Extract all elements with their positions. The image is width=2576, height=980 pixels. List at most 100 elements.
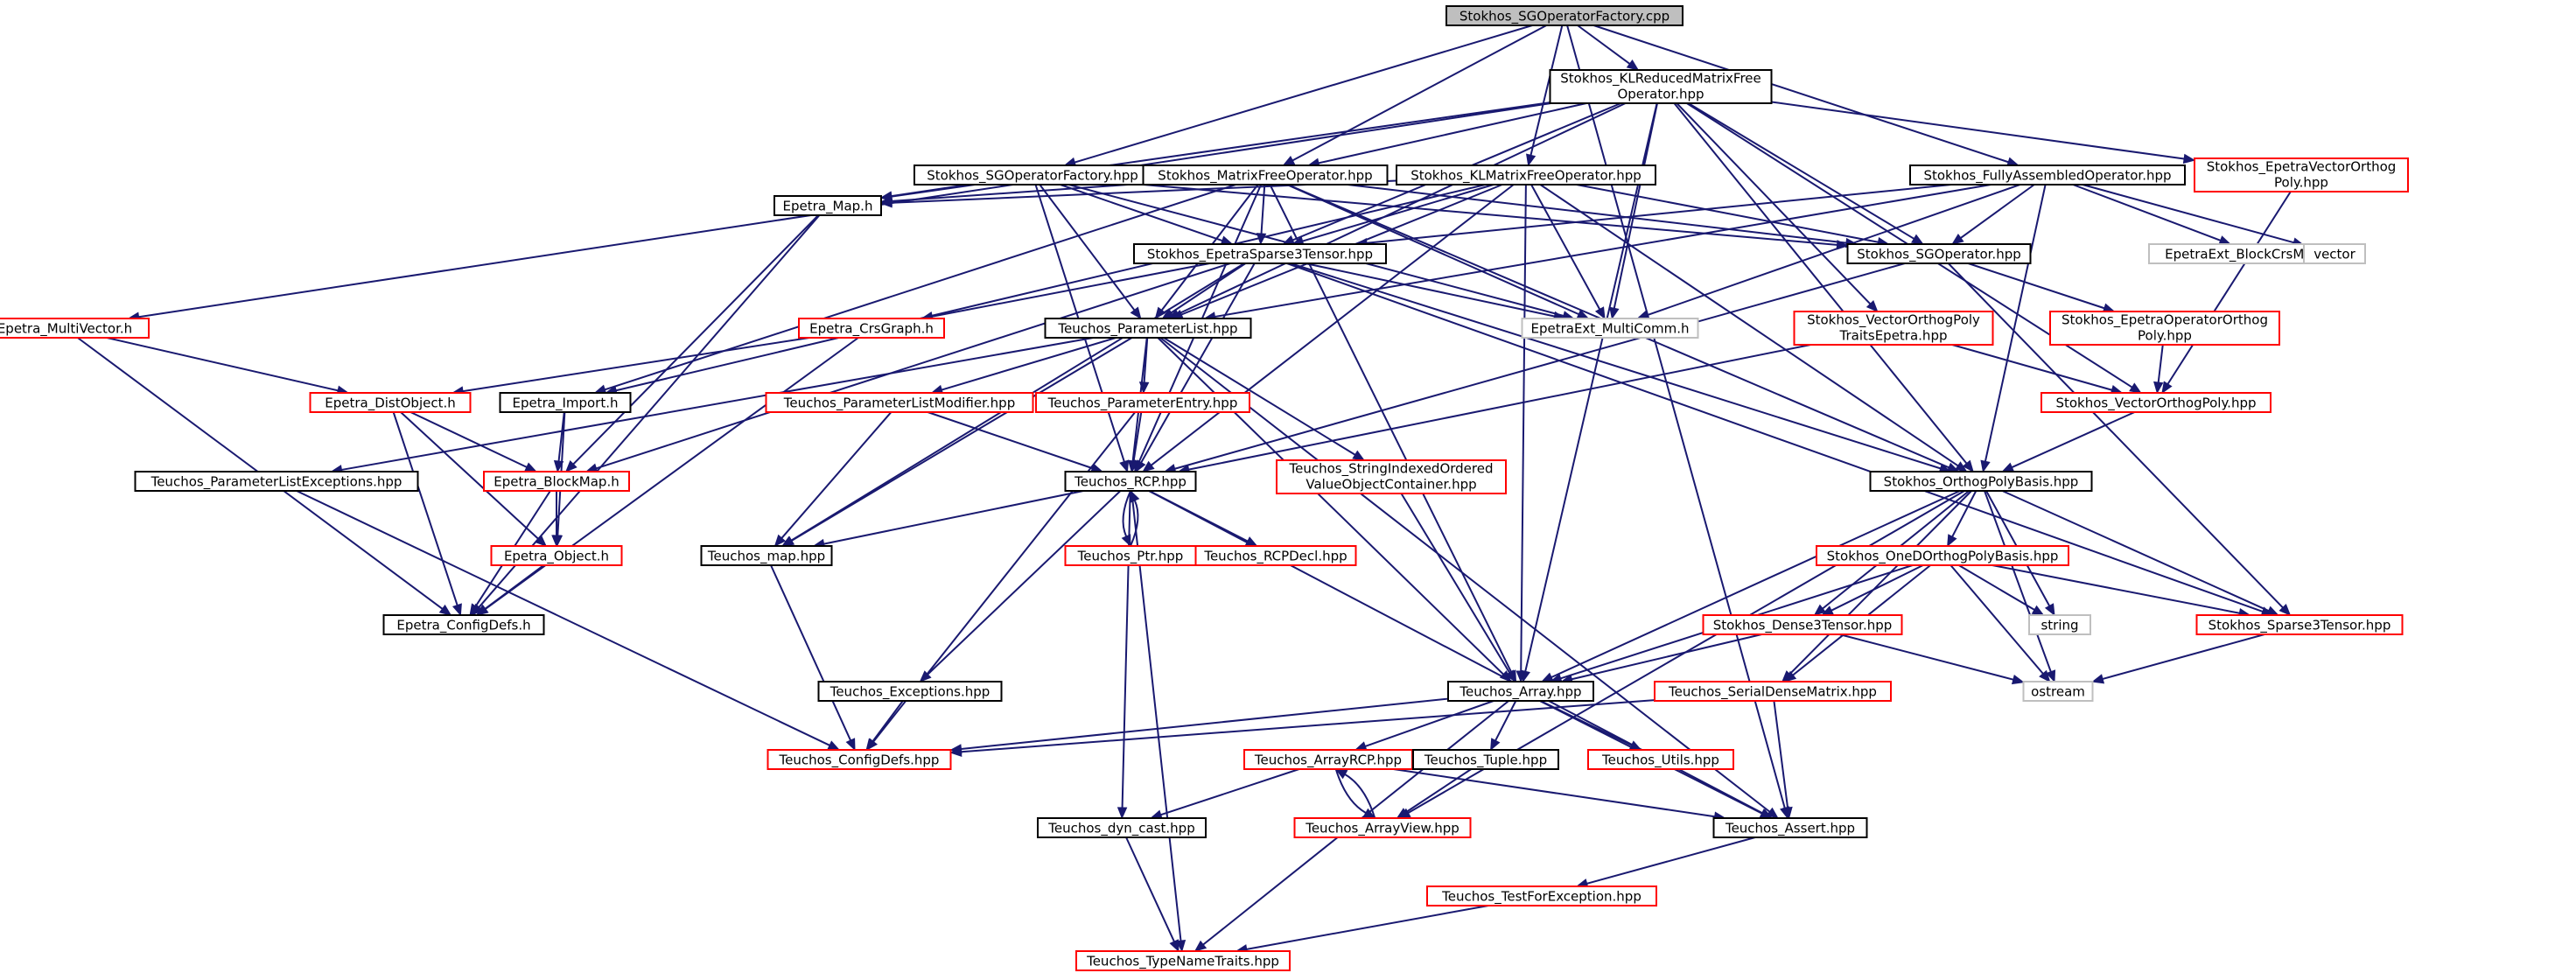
- node-testforexc[interactable]: Teuchos_TestForException.hpp: [1426, 886, 1657, 906]
- node-label: Teuchos_RCP.hpp: [1074, 474, 1186, 491]
- edge-root-to-klmf: [1526, 24, 1564, 167]
- edge-onedortho-to-dense3: [1821, 564, 1924, 616]
- node-vop[interactable]: Stokhos_VectorOrthogPoly.hpp: [2040, 392, 2272, 413]
- node-label: Epetra_ConfigDefs.h: [396, 618, 530, 634]
- node-box: [0, 318, 150, 339]
- node-plmodifier[interactable]: Teuchos_ParameterListModifier.hpp: [765, 392, 1034, 413]
- node-box: [798, 318, 945, 339]
- node-onedortho[interactable]: Stokhos_OneDOrthogPolyBasis.hpp: [1816, 545, 2069, 566]
- edge-klreduced-to-vopte: [1676, 102, 1879, 312]
- edge-orthopoly-to-ostream: [1984, 490, 2056, 683]
- node-paramentry[interactable]: Teuchos_ParameterEntry.hpp: [1035, 392, 1250, 413]
- node-epsparse3[interactable]: Stokhos_EpetraSparse3Tensor.hpp: [1133, 243, 1387, 264]
- node-label: Stokhos_SGOperatorFactory.hpp: [927, 168, 1138, 185]
- edge-epsparse3-to-paramlist: [1161, 262, 1246, 319]
- node-tarray[interactable]: Teuchos_Array.hpp: [1447, 681, 1594, 702]
- node-sgop[interactable]: Stokhos_SGOperator.hpp: [1846, 243, 2032, 264]
- edge-fullyassembled-to-orthopoly: [1980, 184, 2047, 473]
- node-label: Teuchos_Assert.hpp: [1725, 821, 1855, 837]
- edge-mfop-to-epsparse3: [1256, 184, 1267, 246]
- node-ttuple[interactable]: Teuchos_Tuple.hpp: [1412, 749, 1559, 770]
- node-eobject[interactable]: Epetra_Object.h: [490, 545, 623, 566]
- node-epetramap[interactable]: Epetra_Map.h: [774, 195, 882, 216]
- node-texceptions[interactable]: Teuchos_Exceptions.hpp: [817, 681, 1003, 702]
- node-rcp[interactable]: Teuchos_RCP.hpp: [1064, 471, 1197, 492]
- node-mapdef[interactable]: Teuchos_map.hpp: [700, 545, 833, 566]
- node-ptr[interactable]: Teuchos_Ptr.hpp: [1064, 545, 1197, 566]
- node-box: [499, 392, 632, 413]
- node-serialdense[interactable]: Teuchos_SerialDenseMatrix.hpp: [1654, 681, 1892, 702]
- node-tutils[interactable]: Teuchos_Utils.hpp: [1587, 749, 1734, 770]
- node-box: [1133, 243, 1387, 264]
- edge-klreduced-to-tarray: [1520, 102, 1658, 683]
- node-label: Stokhos_EpetraSparse3Tensor.hpp: [1147, 247, 1373, 263]
- edge-mapdef-to-tconfig: [770, 564, 856, 752]
- node-label: Stokhos_FullyAssembledOperator.hpp: [1923, 168, 2171, 185]
- node-fullyassembled[interactable]: Stokhos_FullyAssembledOperator.hpp: [1909, 164, 2186, 186]
- node-label: Teuchos_ParameterEntry.hpp: [1047, 396, 1238, 412]
- edge-fullyassembled-to-sgop: [1951, 184, 2035, 245]
- edge-klreduced-to-multicomm: [1609, 102, 1658, 320]
- node-label: Stokhos_SGOperatorFactory.cpp: [1460, 9, 1670, 25]
- edge-klmf-to-tarray: [1516, 184, 1527, 683]
- node-tassert[interactable]: Teuchos_Assert.hpp: [1712, 817, 1868, 838]
- edge-ttuple-to-arrayview: [1396, 768, 1472, 819]
- node-box: [2194, 158, 2409, 192]
- node-sparse3[interactable]: Stokhos_Sparse3Tensor.hpp: [2195, 614, 2404, 635]
- node-label: Operator.hpp: [1617, 87, 1704, 102]
- edge-tarray-to-tconfig: [949, 697, 1449, 754]
- node-dyncast[interactable]: Teuchos_dyn_cast.hpp: [1037, 817, 1207, 838]
- node-label: Poly.hpp: [2274, 175, 2328, 191]
- node-label: Epetra_MultiVector.h: [0, 321, 132, 338]
- node-multivector[interactable]: Epetra_MultiVector.h: [0, 318, 150, 339]
- node-string: string: [2028, 614, 2091, 635]
- node-rcpdecl[interactable]: Teuchos_RCPDecl.hpp: [1194, 545, 1357, 566]
- edge-arrayrcp-to-tassert: [1393, 768, 1726, 822]
- edge-onedortho-to-ostream: [1950, 564, 2051, 682]
- node-orthopoly[interactable]: Stokhos_OrthogPolyBasis.hpp: [1869, 471, 2093, 492]
- node-paramlist[interactable]: Teuchos_ParameterList.hpp: [1044, 318, 1252, 339]
- node-label: Stokhos_MatrixFreeOperator.hpp: [1158, 168, 1372, 185]
- node-label: Epetra_Import.h: [512, 396, 618, 412]
- node-plexceptions[interactable]: Teuchos_ParameterListExceptions.hpp: [134, 471, 419, 492]
- edge-texceptions-to-tconfig: [865, 700, 904, 752]
- node-label: Stokhos_EpetraVectorOrthog: [2207, 159, 2397, 176]
- edge-klmf-to-sgop: [1576, 184, 1890, 248]
- node-box: [1702, 614, 1903, 635]
- node-klmf[interactable]: Stokhos_KLMatrixFreeOperator.hpp: [1396, 164, 1656, 186]
- edge-klmf-to-multicomm: [1530, 184, 1606, 320]
- node-sgfactory[interactable]: Stokhos_SGOperatorFactory.hpp: [914, 164, 1152, 186]
- node-tconfig[interactable]: Teuchos_ConfigDefs.hpp: [766, 749, 952, 770]
- node-mfop[interactable]: Stokhos_MatrixFreeOperator.hpp: [1142, 164, 1389, 186]
- edge-fullyassembled-to-bcrs: [2072, 184, 2232, 245]
- node-label: ValueObjectContainer.hpp: [1306, 477, 1476, 493]
- node-crsgraph[interactable]: Epetra_CrsGraph.h: [798, 318, 945, 339]
- node-distobject[interactable]: Epetra_DistObject.h: [309, 392, 472, 413]
- edge-arrayrcp-to-dyncast: [1150, 768, 1300, 820]
- node-blockmap[interactable]: Epetra_BlockMap.h: [483, 471, 630, 492]
- node-arrayrcp[interactable]: Teuchos_ArrayRCP.hpp: [1243, 749, 1413, 770]
- node-box: [1064, 471, 1197, 492]
- edge-root-to-fullyassembled: [1593, 24, 2020, 167]
- node-eimport[interactable]: Epetra_Import.h: [499, 392, 632, 413]
- edge-epsparse3-to-orthopoly: [1290, 262, 1952, 473]
- node-typename[interactable]: Teuchos_TypeNameTraits.hpp: [1075, 950, 1291, 971]
- node-dense3[interactable]: Stokhos_Dense3Tensor.hpp: [1702, 614, 1903, 635]
- node-arrayview[interactable]: Teuchos_ArrayView.hpp: [1293, 817, 1472, 838]
- node-ostream: ostream: [2022, 681, 2094, 702]
- node-strindexed[interactable]: Teuchos_StringIndexedOrderedValueObjectC…: [1276, 459, 1507, 494]
- node-box: [817, 681, 1003, 702]
- node-root[interactable]: Stokhos_SGOperatorFactory.cpp: [1446, 5, 1684, 26]
- edge-plmodifier-to-rcp: [927, 411, 1103, 473]
- node-box: [766, 749, 952, 770]
- node-label: Epetra_Map.h: [783, 199, 873, 215]
- edge-distobject-to-econfig: [392, 411, 462, 617]
- node-label: string: [2040, 618, 2078, 634]
- node-label: Stokhos_KLMatrixFreeOperator.hpp: [1410, 168, 1642, 185]
- node-box: [1793, 311, 1994, 346]
- node-econfig[interactable]: Epetra_ConfigDefs.h: [382, 614, 545, 635]
